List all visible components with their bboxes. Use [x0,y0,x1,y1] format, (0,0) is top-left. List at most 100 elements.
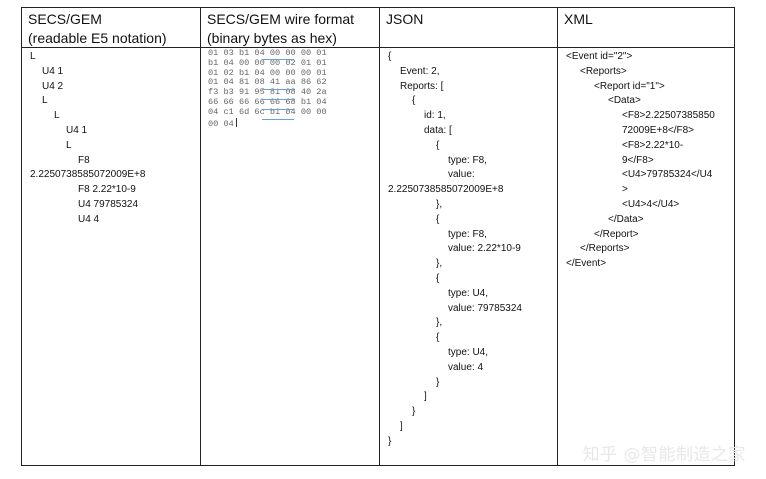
json-line: { [436,272,440,284]
column-xml: XML <Event id="2"> <Reports> <Report id="1… [558,8,734,465]
xml-line: <F8>2.22507385850 [622,110,715,122]
json-line: value: 79785324 [448,302,522,314]
json-line: } [436,376,440,388]
json-line: { [388,51,392,62]
hex-bytes: 04 c1 6d 6c b1 04 00 00 [208,106,327,117]
secs-line: L [42,95,48,107]
secs-line: L [30,51,36,62]
column-header-xml: XML [564,10,732,29]
column-wire-format: SECS/GEM wire format (binary bytes as he… [201,8,379,465]
column-divider [379,8,380,465]
column-divider [557,8,558,465]
column-header-secs: SECS/GEM (readable E5 notation) [28,10,198,48]
xml-line: <U4>79785324</U4 [622,169,713,181]
hex-bytes: f3 b3 91 95 81 08 40 2a [208,87,327,98]
header-line: JSON [386,11,424,27]
json-line: value: 4 [448,361,484,373]
selection-highlight [262,89,294,90]
json-line: }, [436,198,443,210]
text-cursor [235,117,237,127]
json-line: { [436,213,440,225]
xml-line: > [622,184,628,196]
hex-bytes: 01 02 b1 04 00 00 00 01 [208,67,327,78]
xml-line: 9</F8> [622,154,654,166]
secs-line: U4 79785324 [78,198,139,210]
xml-line: </Report> [594,228,639,240]
hex-bytes: 66 66 66 66 66 68 b1 04 [208,96,327,107]
selection-highlight [262,119,294,120]
xml-line: </Event> [566,258,607,270]
json-line: } [388,435,392,447]
header-line: XML [564,11,593,27]
xml-line: <Reports> [580,65,627,77]
selection-highlight [262,109,294,110]
header-line: SECS/GEM [28,11,102,27]
xml-line: </Reports> [580,243,630,255]
json-line: ] [424,391,427,403]
json-body: { Event: 2, Reports: [ { id: 1, data: [ { type:… [388,50,555,450]
hex-line: b1 04 00 00 00 02 01 01 [208,57,377,69]
json-line: type: U4, [448,346,489,358]
secs-line: F8 2.22*10-9 [78,184,136,196]
column-json: JSON {Event: 2,Reports: [{id: 1,data: [{… [380,8,557,465]
json-line: type: U4, [448,287,489,299]
header-line: SECS/GEM wire format [207,11,355,27]
xml-line: </Data> [608,213,644,225]
hex-line: f3 b3 91 95 81 08 40 2a [208,87,377,98]
json-line: { [436,139,440,151]
column-divider [200,8,201,465]
hex-bytes: 00 04 [208,118,234,129]
json-line: Event: 2, [400,65,440,77]
json-line: data: [ [424,124,452,136]
json-line: }, [436,317,443,329]
json-line: type: F8, [448,154,487,166]
secs-line: L [66,139,72,151]
column-header-wire: SECS/GEM wire format (binary bytes as he… [207,10,377,48]
xml-line: <Event id="2"> [566,51,633,62]
header-line: (readable E5 notation) [28,30,167,46]
header-line: (binary bytes as hex) [207,30,337,46]
watermark-text: 知乎 @智能制造之家 [582,445,746,465]
json-line: value: 2.22*10-9 [448,243,521,255]
secs-line: U4 2 [42,80,64,92]
json-line: 2.2250738585072009E+8 [388,184,504,196]
comparison-table: SECS/GEM (readable E5 notation) L U4 1 U4 … [21,7,735,466]
json-line: id: 1, [424,110,446,122]
xml-line: <Report id="1"> [594,80,665,92]
secs-line: U4 1 [42,65,64,77]
secs-line: U4 4 [78,213,100,225]
column-header-json: JSON [386,10,555,29]
hex-bytes: b1 04 00 00 00 02 01 01 [208,57,327,68]
hex-line: 00 04 [208,117,377,130]
column-secs-readable: SECS/GEM (readable E5 notation) L U4 1 U4 … [22,8,200,465]
secs-line: F8 [78,154,90,166]
xml-line: 72009E+8</F8> [622,124,695,136]
hex-bytes: 01 03 b1 04 00 00 00 01 [208,48,327,58]
secs-line: L [54,110,60,122]
json-line: Reports: [ [400,80,444,92]
json-line: type: F8, [448,228,487,240]
json-line: }, [436,258,443,270]
json-line: } [412,406,416,418]
xml-line: <Data> [608,95,641,107]
hex-line: 01 02 b1 04 00 00 00 01 [208,67,377,79]
json-line: { [412,95,416,107]
hex-line: 01 04 81 08 41 aa 86 62 [208,77,377,88]
hex-line: 04 c1 6d 6c b1 04 00 00 [208,106,377,118]
json-line: value: [448,169,475,181]
xml-line: <F8>2.22*10- [622,139,684,151]
hex-bytes: 01 04 81 08 41 aa 86 62 [208,77,327,88]
selection-highlight [262,99,294,100]
xml-line: <U4>4</U4> [622,198,680,210]
hex-line: 66 66 66 66 66 68 b1 04 [208,96,377,108]
header-divider [22,47,734,48]
json-line: ] [400,420,403,432]
selection-highlight [262,59,294,60]
secs-line: U4 1 [66,124,88,136]
secs-line: 2.2250738585072009E+8 [30,169,146,181]
json-line: { [436,332,440,344]
xml-body: <Event id="2"> <Reports> <Report id="1"> <D… [566,50,732,272]
hex-line: 01 03 b1 04 00 00 00 01 [208,48,377,59]
